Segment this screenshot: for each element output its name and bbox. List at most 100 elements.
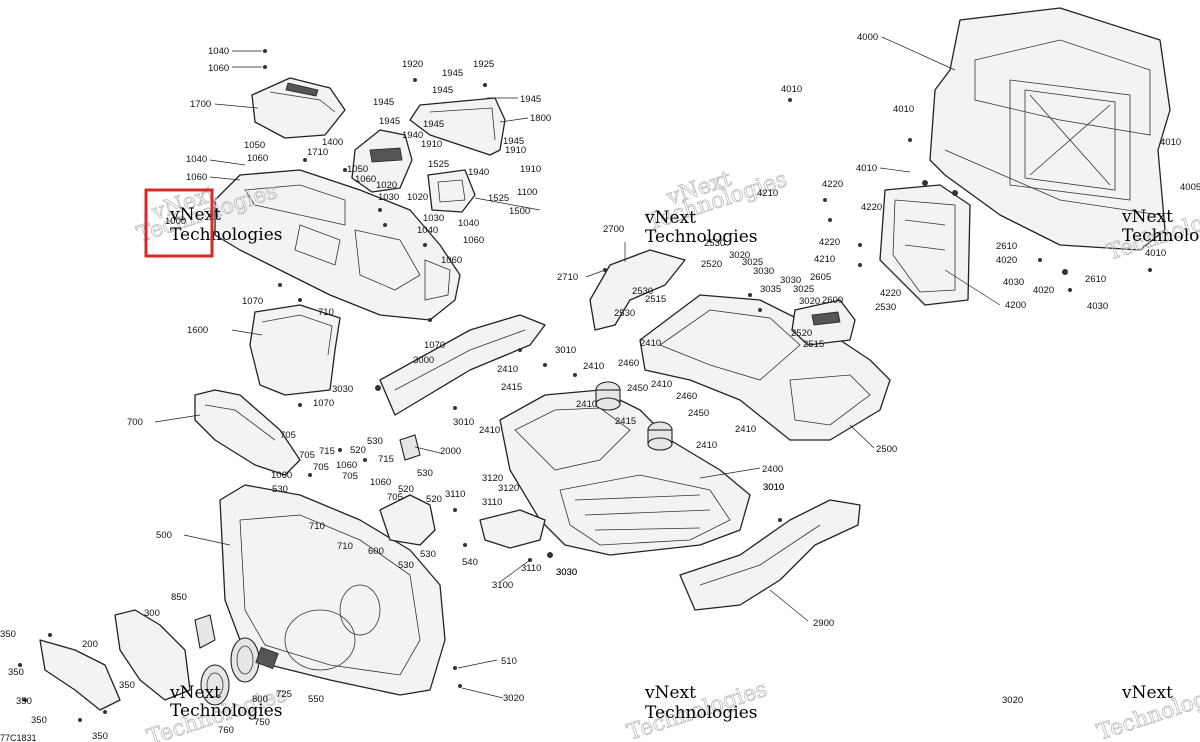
callout-label: 4020 bbox=[1033, 285, 1054, 296]
part-200-duct[interactable] bbox=[39, 639, 121, 711]
callout-label: 2710 bbox=[557, 272, 578, 283]
callout-label: 2520 bbox=[791, 328, 812, 339]
part-2450-cup-holder[interactable] bbox=[595, 381, 673, 451]
part-1000-dashboard-frame[interactable] bbox=[214, 169, 461, 321]
callout-label: 200 bbox=[82, 639, 98, 650]
callout-label: 350 bbox=[16, 696, 32, 707]
watermark-text: Technologies bbox=[170, 701, 283, 721]
part-750-ring[interactable] bbox=[230, 637, 260, 683]
callout-label: 725 bbox=[276, 689, 292, 700]
part-1700-cover[interactable] bbox=[251, 77, 346, 139]
part-800-grille[interactable] bbox=[255, 646, 279, 670]
callout-label: 1700 bbox=[190, 99, 211, 110]
callout-label: 4010 bbox=[781, 84, 802, 95]
callout-label: 2410 bbox=[651, 379, 672, 390]
callout-label: 2410 bbox=[479, 425, 500, 436]
callout-label: 3030 bbox=[753, 266, 774, 277]
callout-label: 1060 bbox=[355, 174, 376, 185]
callout-label: 550 bbox=[308, 694, 324, 705]
callout-label: 3020 bbox=[503, 693, 524, 704]
callout-label: 3010 bbox=[763, 482, 784, 493]
callout-label: 1500 bbox=[509, 206, 530, 217]
part-2500-rear-deck[interactable] bbox=[639, 294, 891, 441]
drawing-reference: 77C1831 bbox=[0, 733, 37, 742]
part-2000-clip[interactable] bbox=[399, 434, 421, 461]
callout-label: 1000 bbox=[165, 216, 186, 227]
callout-label: 2460 bbox=[676, 391, 697, 402]
callout-label: 2415 bbox=[615, 416, 636, 427]
callout-label: 3010 bbox=[763, 482, 784, 493]
callout-label: 350 bbox=[0, 629, 16, 640]
part-3000-frame-rail[interactable] bbox=[379, 314, 546, 416]
callout-label: 3025 bbox=[793, 284, 814, 295]
callout-label: 350 bbox=[119, 680, 135, 691]
callout-label: 705 bbox=[342, 471, 358, 482]
watermark-text: vNext bbox=[169, 683, 221, 703]
callout-label: 750 bbox=[254, 717, 270, 728]
callout-label: 1945 bbox=[503, 136, 524, 147]
part-1400-vent[interactable] bbox=[351, 129, 413, 193]
part-600-bracket[interactable] bbox=[379, 494, 436, 546]
callout-label: 350 bbox=[8, 667, 24, 678]
part-700-bracket[interactable] bbox=[194, 389, 301, 476]
part-850-gasket[interactable] bbox=[194, 614, 216, 649]
callout-label: 1945 bbox=[442, 68, 463, 79]
callout-label: 2410 bbox=[735, 424, 756, 435]
part-4000-cargo-box[interactable] bbox=[929, 7, 1171, 251]
watermark-text: vNext bbox=[1121, 683, 1173, 703]
callout-label: 530 bbox=[417, 468, 433, 479]
callout-label: 1040 bbox=[186, 154, 207, 165]
callout-label: 3010 bbox=[453, 417, 474, 428]
callout-label: 1910 bbox=[505, 145, 526, 156]
callout-label: 2700 bbox=[603, 224, 624, 235]
callout-label: 4210 bbox=[757, 188, 778, 199]
part-3100-tray[interactable] bbox=[479, 509, 546, 549]
callout-label: 2410 bbox=[497, 364, 518, 375]
part-300-duct[interactable] bbox=[114, 609, 191, 701]
callout-label: 530 bbox=[367, 436, 383, 447]
callout-label: 3100 bbox=[492, 580, 513, 591]
callout-label: 4200 bbox=[1005, 300, 1026, 311]
part-2700-fender[interactable] bbox=[589, 249, 686, 331]
callout-label: 705 bbox=[280, 430, 296, 441]
callout-label: 4220 bbox=[861, 202, 882, 213]
callout-label: 530 bbox=[398, 560, 414, 571]
callout-label: 3110 bbox=[445, 489, 465, 500]
callout-label: 3020 bbox=[729, 250, 750, 261]
callout-label: 4030 bbox=[1003, 277, 1024, 288]
callout-label: 2530 bbox=[632, 286, 653, 297]
callout-label: 3025 bbox=[742, 257, 763, 268]
part-1800-rail[interactable] bbox=[409, 97, 506, 156]
callout-label: 2410 bbox=[576, 399, 597, 410]
part-1600-storage-bin[interactable] bbox=[249, 304, 341, 396]
part-4200-panel[interactable] bbox=[879, 184, 971, 306]
watermark-text: Technologies bbox=[170, 225, 283, 245]
callout-label: 705 bbox=[313, 462, 329, 473]
callout-label: 2605 bbox=[810, 272, 831, 283]
callout-label: 2410 bbox=[696, 440, 717, 451]
callout-label: 3010 bbox=[555, 345, 576, 356]
callout-label: 1060 bbox=[208, 63, 229, 74]
callout-label: 800 bbox=[252, 694, 268, 705]
callout-label: 705 bbox=[299, 450, 315, 461]
callout-label: 1940 bbox=[402, 130, 423, 141]
callout-label: 300 bbox=[144, 608, 160, 619]
callout-label: 1920 bbox=[402, 59, 423, 70]
callout-label: 1100 bbox=[517, 187, 537, 198]
callout-label: 3030 bbox=[556, 567, 577, 578]
callout-label: 710 bbox=[337, 541, 353, 552]
callout-label: 705 bbox=[387, 492, 403, 503]
callout-label: 2415 bbox=[501, 382, 522, 393]
callout-label: 2610 bbox=[1085, 274, 1106, 285]
callout-label: 350 bbox=[92, 731, 108, 742]
part-760-vent-boot[interactable] bbox=[200, 664, 230, 706]
callout-label: 710 bbox=[309, 521, 325, 532]
part-1500-latch[interactable] bbox=[427, 169, 476, 213]
part-2600-seat-base[interactable] bbox=[791, 299, 856, 346]
callout-label: 1600 bbox=[187, 325, 208, 336]
callout-label: 520 bbox=[350, 445, 366, 456]
callout-label: 1060 bbox=[370, 477, 391, 488]
callout-label: 2900 bbox=[813, 618, 834, 629]
watermark-text: vNext bbox=[644, 683, 696, 703]
part-2900-rear-fender[interactable] bbox=[679, 499, 861, 611]
